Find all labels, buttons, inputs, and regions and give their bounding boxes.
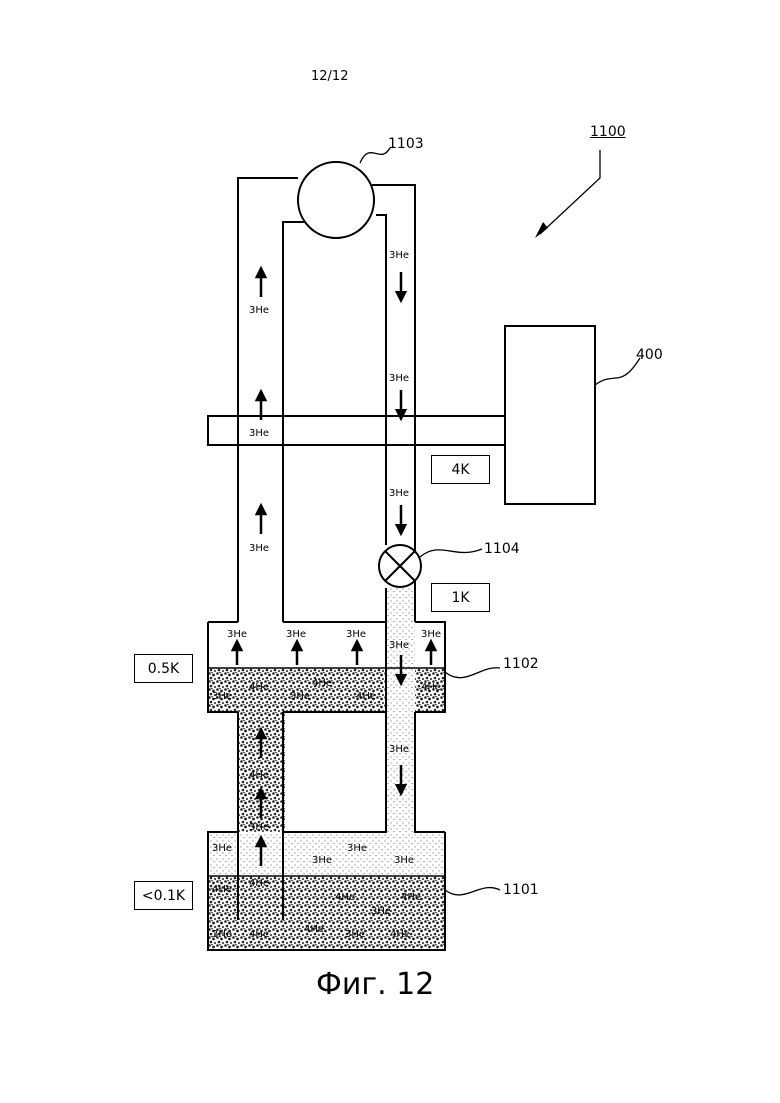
temp-4k-label: 4K bbox=[431, 455, 490, 484]
he3-label: 3He bbox=[389, 744, 409, 755]
temp-05k-label: 0.5K bbox=[134, 654, 193, 683]
he4-label: 4He bbox=[249, 878, 269, 889]
he3-label: 3He bbox=[249, 428, 269, 439]
temp-1k-label: 1K bbox=[431, 583, 490, 612]
ref-1103: 1103 bbox=[388, 136, 424, 152]
he3-label: 3He bbox=[227, 629, 247, 640]
he3-label: 3He bbox=[286, 629, 306, 640]
he4-label: 4He bbox=[212, 884, 232, 895]
he3-label: 3He bbox=[249, 543, 269, 554]
ref-1100: 1100 bbox=[590, 124, 626, 140]
he4-label: 4He bbox=[249, 929, 269, 940]
temp-01k-label: <0.1K bbox=[134, 881, 193, 910]
he4-label: 4He bbox=[304, 924, 324, 935]
he3-label: 3He bbox=[389, 640, 409, 651]
he4-label: 4He bbox=[390, 929, 410, 940]
he3-label: 3He bbox=[212, 843, 232, 854]
system-pointer-arrow bbox=[535, 150, 600, 238]
he4-label: 4He bbox=[249, 682, 269, 693]
he4-label: 4He bbox=[249, 770, 269, 781]
he4-label: 4He bbox=[401, 892, 421, 903]
valve-symbol bbox=[379, 545, 421, 587]
he3-label: 3He bbox=[249, 305, 269, 316]
he3-label: 3He bbox=[312, 855, 332, 866]
he3-label: 3He bbox=[212, 929, 232, 940]
he4-label: 4He bbox=[421, 682, 441, 693]
he3-label: 3He bbox=[389, 373, 409, 384]
he3-label: 3He bbox=[371, 906, 391, 917]
ref-400: 400 bbox=[636, 347, 663, 363]
he4-label: 4He bbox=[356, 691, 376, 702]
ref-1104: 1104 bbox=[484, 541, 520, 557]
he3-label: 3He bbox=[394, 855, 414, 866]
he3-label: 3He bbox=[346, 629, 366, 640]
pump-symbol bbox=[298, 162, 374, 238]
ref-1101: 1101 bbox=[503, 882, 539, 898]
he4-label: 4He bbox=[335, 892, 355, 903]
he3-label: 3He bbox=[389, 488, 409, 499]
he3-label: 3He bbox=[389, 250, 409, 261]
he3-label: 3He bbox=[249, 822, 269, 833]
he3-label: 3He bbox=[290, 691, 310, 702]
he3-label: 3He bbox=[421, 629, 441, 640]
he3-label: 3He bbox=[347, 843, 367, 854]
he4-label: 4He bbox=[312, 678, 332, 689]
he3-label: 3He bbox=[345, 929, 365, 940]
page-number: 12/12 bbox=[311, 69, 348, 84]
he3-label: 3He bbox=[212, 691, 232, 702]
ref-1102: 1102 bbox=[503, 656, 539, 672]
figure-caption: Фиг. 12 bbox=[316, 967, 434, 1002]
